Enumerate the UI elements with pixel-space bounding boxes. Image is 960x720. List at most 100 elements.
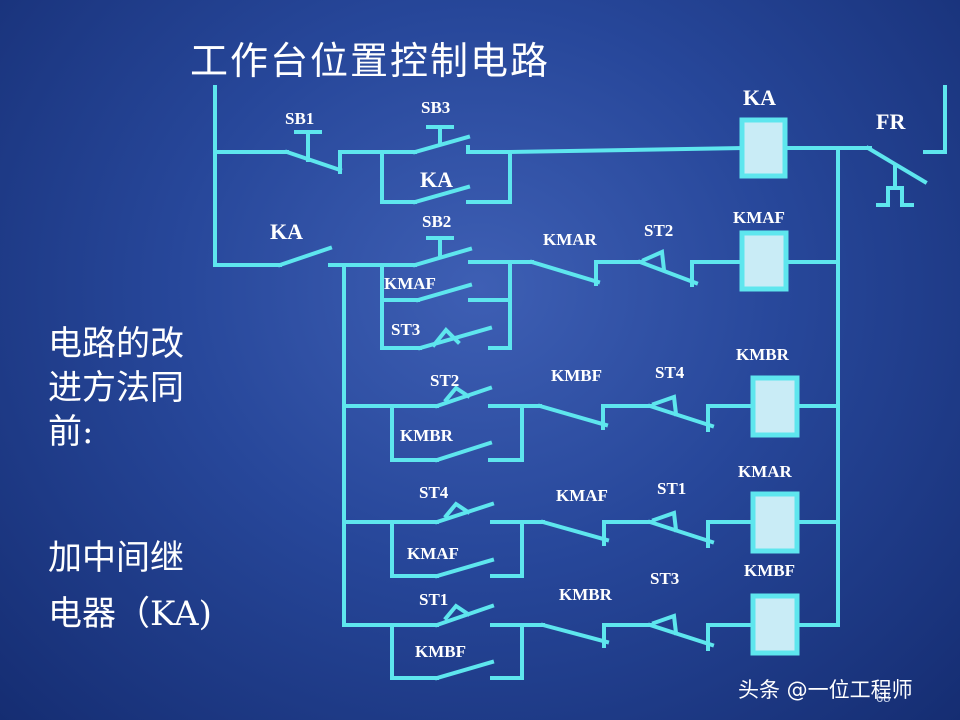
ka-coil bbox=[739, 117, 788, 179]
power-rails bbox=[213, 85, 947, 627]
wire bbox=[338, 150, 384, 172]
circuit-segment bbox=[651, 510, 679, 533]
st1-nc-limit-contact bbox=[647, 510, 715, 548]
circuit-segment bbox=[434, 385, 493, 409]
rung-kmar bbox=[342, 491, 840, 579]
page-number: 68 bbox=[876, 690, 891, 705]
circuit-segment bbox=[537, 403, 609, 428]
label-sb1: SB1 bbox=[285, 109, 314, 128]
kmbf-coil bbox=[750, 593, 800, 656]
sb3-no-pushbutton bbox=[380, 125, 512, 155]
circuit-segment bbox=[529, 259, 601, 285]
circuit-segment bbox=[412, 184, 471, 205]
label-sb3: SB3 bbox=[421, 98, 450, 117]
circuit-segment bbox=[647, 519, 715, 545]
wire bbox=[380, 298, 422, 350]
circuit-segment bbox=[651, 613, 679, 636]
label-st4-1: ST4 bbox=[655, 363, 685, 382]
rung-kmbr bbox=[342, 375, 840, 463]
right-rail bbox=[923, 85, 947, 154]
label-st1-1: ST1 bbox=[657, 479, 686, 498]
note-line: 加中间继 bbox=[48, 538, 184, 578]
label-kmaf-hold-2: KMAF bbox=[407, 544, 459, 563]
wire bbox=[390, 623, 439, 680]
kmar-nc-contact bbox=[529, 259, 601, 286]
watermark: 头条 @一位工程师 bbox=[738, 678, 913, 702]
label-kmaf-1: KMAF bbox=[556, 486, 608, 505]
wire bbox=[390, 520, 439, 578]
kmaf-nc-contact bbox=[540, 519, 610, 546]
circuit-segment bbox=[443, 603, 471, 621]
note-line: 电路的改 bbox=[48, 324, 184, 364]
circuit-segment bbox=[651, 394, 679, 417]
wire bbox=[507, 145, 745, 155]
circuit-segment bbox=[876, 186, 914, 207]
kmar-coil bbox=[750, 491, 800, 554]
st4-nc-limit-contact bbox=[647, 394, 715, 432]
kmbr-coil bbox=[750, 375, 800, 438]
note-line: 前: bbox=[48, 412, 94, 452]
circuit-segment bbox=[443, 501, 471, 519]
wire bbox=[490, 623, 524, 680]
kmbf-holding-contact bbox=[434, 659, 495, 681]
circuit-segment bbox=[443, 385, 471, 403]
circuit-segment bbox=[434, 501, 495, 525]
return-bus bbox=[796, 146, 840, 627]
label-kmar-coil: KMAR bbox=[738, 462, 793, 481]
kmaf-holding-contact bbox=[415, 282, 473, 303]
component-labels: SB1 SB3 KA FR KA SB2 KA KMAR ST2 KMAF KM… bbox=[270, 85, 906, 661]
label-kmbr-1: KMBR bbox=[559, 585, 613, 604]
ka-holding-contact bbox=[412, 184, 471, 205]
wire bbox=[390, 404, 439, 462]
label-ka-contact: KA bbox=[270, 219, 303, 244]
label-sb2: SB2 bbox=[422, 212, 451, 231]
wire bbox=[488, 404, 524, 462]
label-kmbf-1: KMBF bbox=[551, 366, 602, 385]
label-st3-1: ST3 bbox=[391, 320, 420, 339]
circuit-segment bbox=[641, 249, 667, 273]
circuit-segment bbox=[637, 259, 699, 286]
label-kmar-1: KMAR bbox=[543, 230, 598, 249]
label-kmbf-coil: KMBF bbox=[744, 561, 795, 580]
ka-contact bbox=[277, 245, 333, 268]
label-ka-hold: KA bbox=[420, 167, 453, 192]
label-kmbr-coil: KMBR bbox=[736, 345, 790, 364]
kmbr-holding-contact bbox=[434, 440, 493, 463]
note-improvement-method: 电路的改 进方法同 前: bbox=[48, 322, 184, 454]
label-st3-2: ST3 bbox=[650, 569, 679, 588]
circuit-segment bbox=[647, 622, 715, 648]
wire bbox=[466, 150, 512, 204]
wire bbox=[380, 150, 417, 204]
circuit-segment bbox=[466, 145, 512, 154]
circuit-segment bbox=[284, 149, 343, 173]
page-title: 工作台位置控制电路 bbox=[190, 39, 551, 83]
st4-no-limit-contact bbox=[434, 501, 495, 525]
label-kmaf-hold: KMAF bbox=[384, 274, 436, 293]
fr-thermal-contact bbox=[865, 145, 928, 207]
label-st4-2: ST4 bbox=[419, 483, 449, 502]
sb2-no-pushbutton bbox=[412, 236, 473, 268]
sb1-nc-pushbutton bbox=[284, 130, 343, 174]
note-line: 进方法同 bbox=[48, 368, 184, 408]
wire bbox=[488, 260, 512, 350]
st3-limit-contact bbox=[417, 325, 493, 351]
circuit-segment bbox=[540, 519, 610, 543]
circuit-segment bbox=[412, 246, 473, 268]
circuit-segment bbox=[277, 245, 333, 268]
kmaf-holding-contact-2 bbox=[434, 557, 495, 579]
label-ka-coil: KA bbox=[743, 85, 776, 110]
wire bbox=[490, 520, 524, 578]
label-kmbr-hold: KMBR bbox=[400, 426, 454, 445]
label-st2-2: ST2 bbox=[430, 371, 459, 390]
st3-nc-limit-contact bbox=[647, 613, 715, 651]
label-kmbf-hold: KMBF bbox=[415, 642, 466, 661]
circuit-segment bbox=[434, 603, 495, 628]
kmaf-coil bbox=[739, 230, 789, 292]
label-fr: FR bbox=[876, 109, 906, 134]
label-st1-2: ST1 bbox=[419, 590, 448, 609]
circuit-segment bbox=[647, 403, 715, 429]
st2-nc-limit-contact bbox=[637, 249, 699, 287]
rung-kmaf bbox=[213, 230, 840, 351]
note-line: 电器（KA) bbox=[48, 594, 212, 634]
